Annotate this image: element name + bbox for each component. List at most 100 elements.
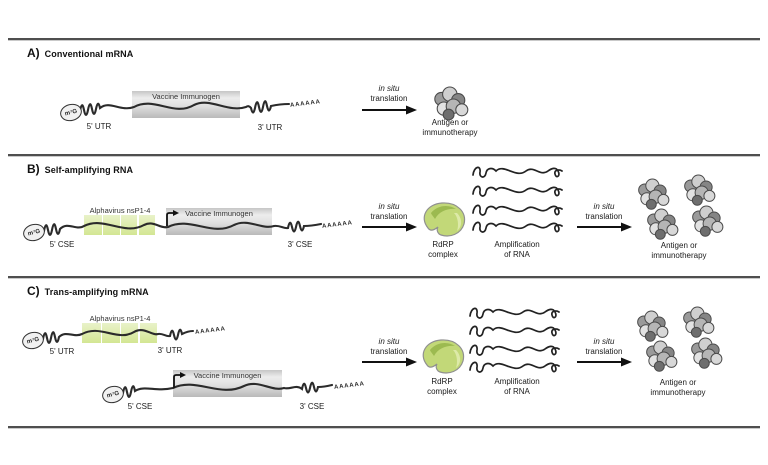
panel-a-letter: A)	[27, 46, 40, 60]
replicase-label-b: Alphavirus nsP1-4	[89, 206, 151, 215]
segment-divider	[119, 215, 121, 235]
translation-arrow-c2	[576, 356, 633, 368]
segment-divider	[119, 323, 121, 343]
antigen-cluster-icon	[691, 337, 723, 369]
divider-bottom	[8, 426, 760, 428]
panel-a-title: A) Conventional mRNA	[27, 46, 133, 60]
gene-box-c: Vaccine Immunogen	[173, 370, 282, 397]
antigen-text-2: immunotherapy	[651, 250, 707, 260]
antigen-text-1: Antigen or	[660, 241, 698, 250]
translation-arrow-b1	[361, 221, 418, 233]
segment-divider	[138, 323, 140, 343]
antigen-cluster-icon	[637, 310, 669, 342]
poly-a-tail: AAAAAA	[333, 381, 366, 391]
panel-b-letter: B)	[27, 162, 40, 176]
five-utr-label-c: 5' UTR	[49, 347, 75, 356]
gene-box-c-label: Vaccine Immunogen	[193, 371, 262, 380]
panel-c-title: C) Trans-amplifying mRNA	[27, 284, 149, 298]
translation-text: translation	[370, 346, 408, 356]
cap-label: m⁷G	[27, 228, 41, 237]
rdrp-complex-icon	[423, 202, 466, 237]
amplified-rna-icon	[469, 361, 560, 373]
amplified-rna-icon	[469, 307, 560, 319]
amplified-rna-icon	[472, 185, 563, 197]
translation-label-c1: in situ translation	[354, 337, 424, 356]
rdrp-text-1: RdRP	[431, 377, 453, 386]
cap-label: m⁷G	[64, 108, 78, 117]
translation-label-c2: in situ translation	[569, 337, 639, 356]
amplification-text-2: of RNA	[504, 249, 530, 259]
replicase-box-b	[84, 215, 155, 235]
antigen-text-1: Antigen or	[431, 118, 469, 127]
amplification-label-c: Amplification of RNA	[482, 377, 552, 396]
antigen-text-1: Antigen or	[659, 378, 697, 387]
antigen-cluster-icon	[647, 208, 679, 240]
in-situ-text: in situ	[593, 337, 615, 346]
five-cse-label-b: 5' CSE	[49, 240, 75, 249]
translation-label-b1: in situ translation	[354, 202, 424, 221]
three-utr-label-a: 3' UTR	[257, 123, 283, 132]
three-cse-label-b: 3' CSE	[287, 240, 313, 249]
replicase-box-c	[82, 323, 157, 343]
cap-label: m⁷G	[26, 336, 40, 345]
translation-arrow-c1	[361, 356, 418, 368]
translation-arrow-b2	[576, 221, 633, 233]
gene-box-a-label: Vaccine Immunogen	[152, 92, 220, 101]
replicase-label-c: Alphavirus nsP1-4	[89, 314, 151, 323]
rdrp-label-b: RdRP complex	[408, 240, 478, 259]
amplification-text-2: of RNA	[504, 386, 530, 396]
amplification-text-1: Amplification	[494, 377, 540, 386]
three-cse-label-c: 3' CSE	[299, 402, 325, 411]
in-situ-text: in situ	[378, 84, 400, 93]
antigen-cluster-icon	[684, 174, 716, 206]
rdrp-label-c: RdRP complex	[407, 377, 477, 396]
translation-text: translation	[585, 346, 623, 356]
three-utr-label-c: 3' UTR	[157, 346, 183, 355]
rdrp-text-2: complex	[428, 249, 458, 259]
in-situ-text: in situ	[378, 202, 400, 211]
poly-a-tail: AAAAAA	[321, 220, 354, 230]
translation-arrow-a	[361, 104, 418, 116]
antigen-label-a: Antigen or immunotherapy	[410, 118, 490, 137]
cap-label: m⁷G	[106, 390, 120, 399]
amplified-rna-icon	[472, 221, 563, 233]
antigen-cluster-icon	[638, 178, 670, 210]
antigen-cluster-icon	[646, 340, 678, 372]
gene-box-b-label: Vaccine Immunogen	[185, 209, 253, 218]
translation-label-a: in situ translation	[354, 84, 424, 103]
divider-a-b	[8, 154, 760, 156]
antigen-cluster-icon	[683, 306, 715, 338]
rdrp-text-2: complex	[427, 386, 457, 396]
antigen-text-2: immunotherapy	[650, 387, 706, 397]
poly-a-tail: AAAAAA	[289, 99, 322, 109]
panel-c-name: Trans-amplifying mRNA	[44, 287, 149, 297]
segment-divider	[100, 323, 103, 343]
m7g-cap-icon: m⁷G	[58, 101, 84, 124]
divider-b-c	[8, 276, 760, 278]
segment-divider	[137, 215, 139, 235]
panel-b-name: Self-amplifying RNA	[44, 165, 134, 175]
amplification-text-1: Amplification	[494, 240, 540, 249]
panel-c-letter: C)	[27, 284, 40, 298]
rdrp-text-1: RdRP	[432, 240, 454, 249]
segment-divider	[101, 215, 104, 235]
divider-top	[8, 38, 760, 40]
panel-b-title: B) Self-amplifying RNA	[27, 162, 133, 176]
translation-text: translation	[585, 211, 623, 221]
antigen-cluster-icon	[692, 205, 724, 237]
amplified-rna-icon	[472, 204, 563, 216]
amplified-rna-icon	[469, 344, 560, 356]
five-cse-label-c: 5' CSE	[127, 402, 153, 411]
translation-text: translation	[370, 211, 408, 221]
amplification-label-b: Amplification of RNA	[482, 240, 552, 259]
translation-label-b2: in situ translation	[569, 202, 639, 221]
in-situ-text: in situ	[593, 202, 615, 211]
rdrp-complex-icon	[422, 339, 465, 374]
translation-text: translation	[370, 93, 408, 103]
antigen-label-b: Antigen or immunotherapy	[639, 241, 719, 260]
antigen-text-2: immunotherapy	[422, 127, 478, 137]
panel-a-name: Conventional mRNA	[44, 49, 134, 59]
gene-box-b: Vaccine Immunogen	[166, 208, 272, 235]
amplified-rna-icon	[472, 166, 563, 178]
